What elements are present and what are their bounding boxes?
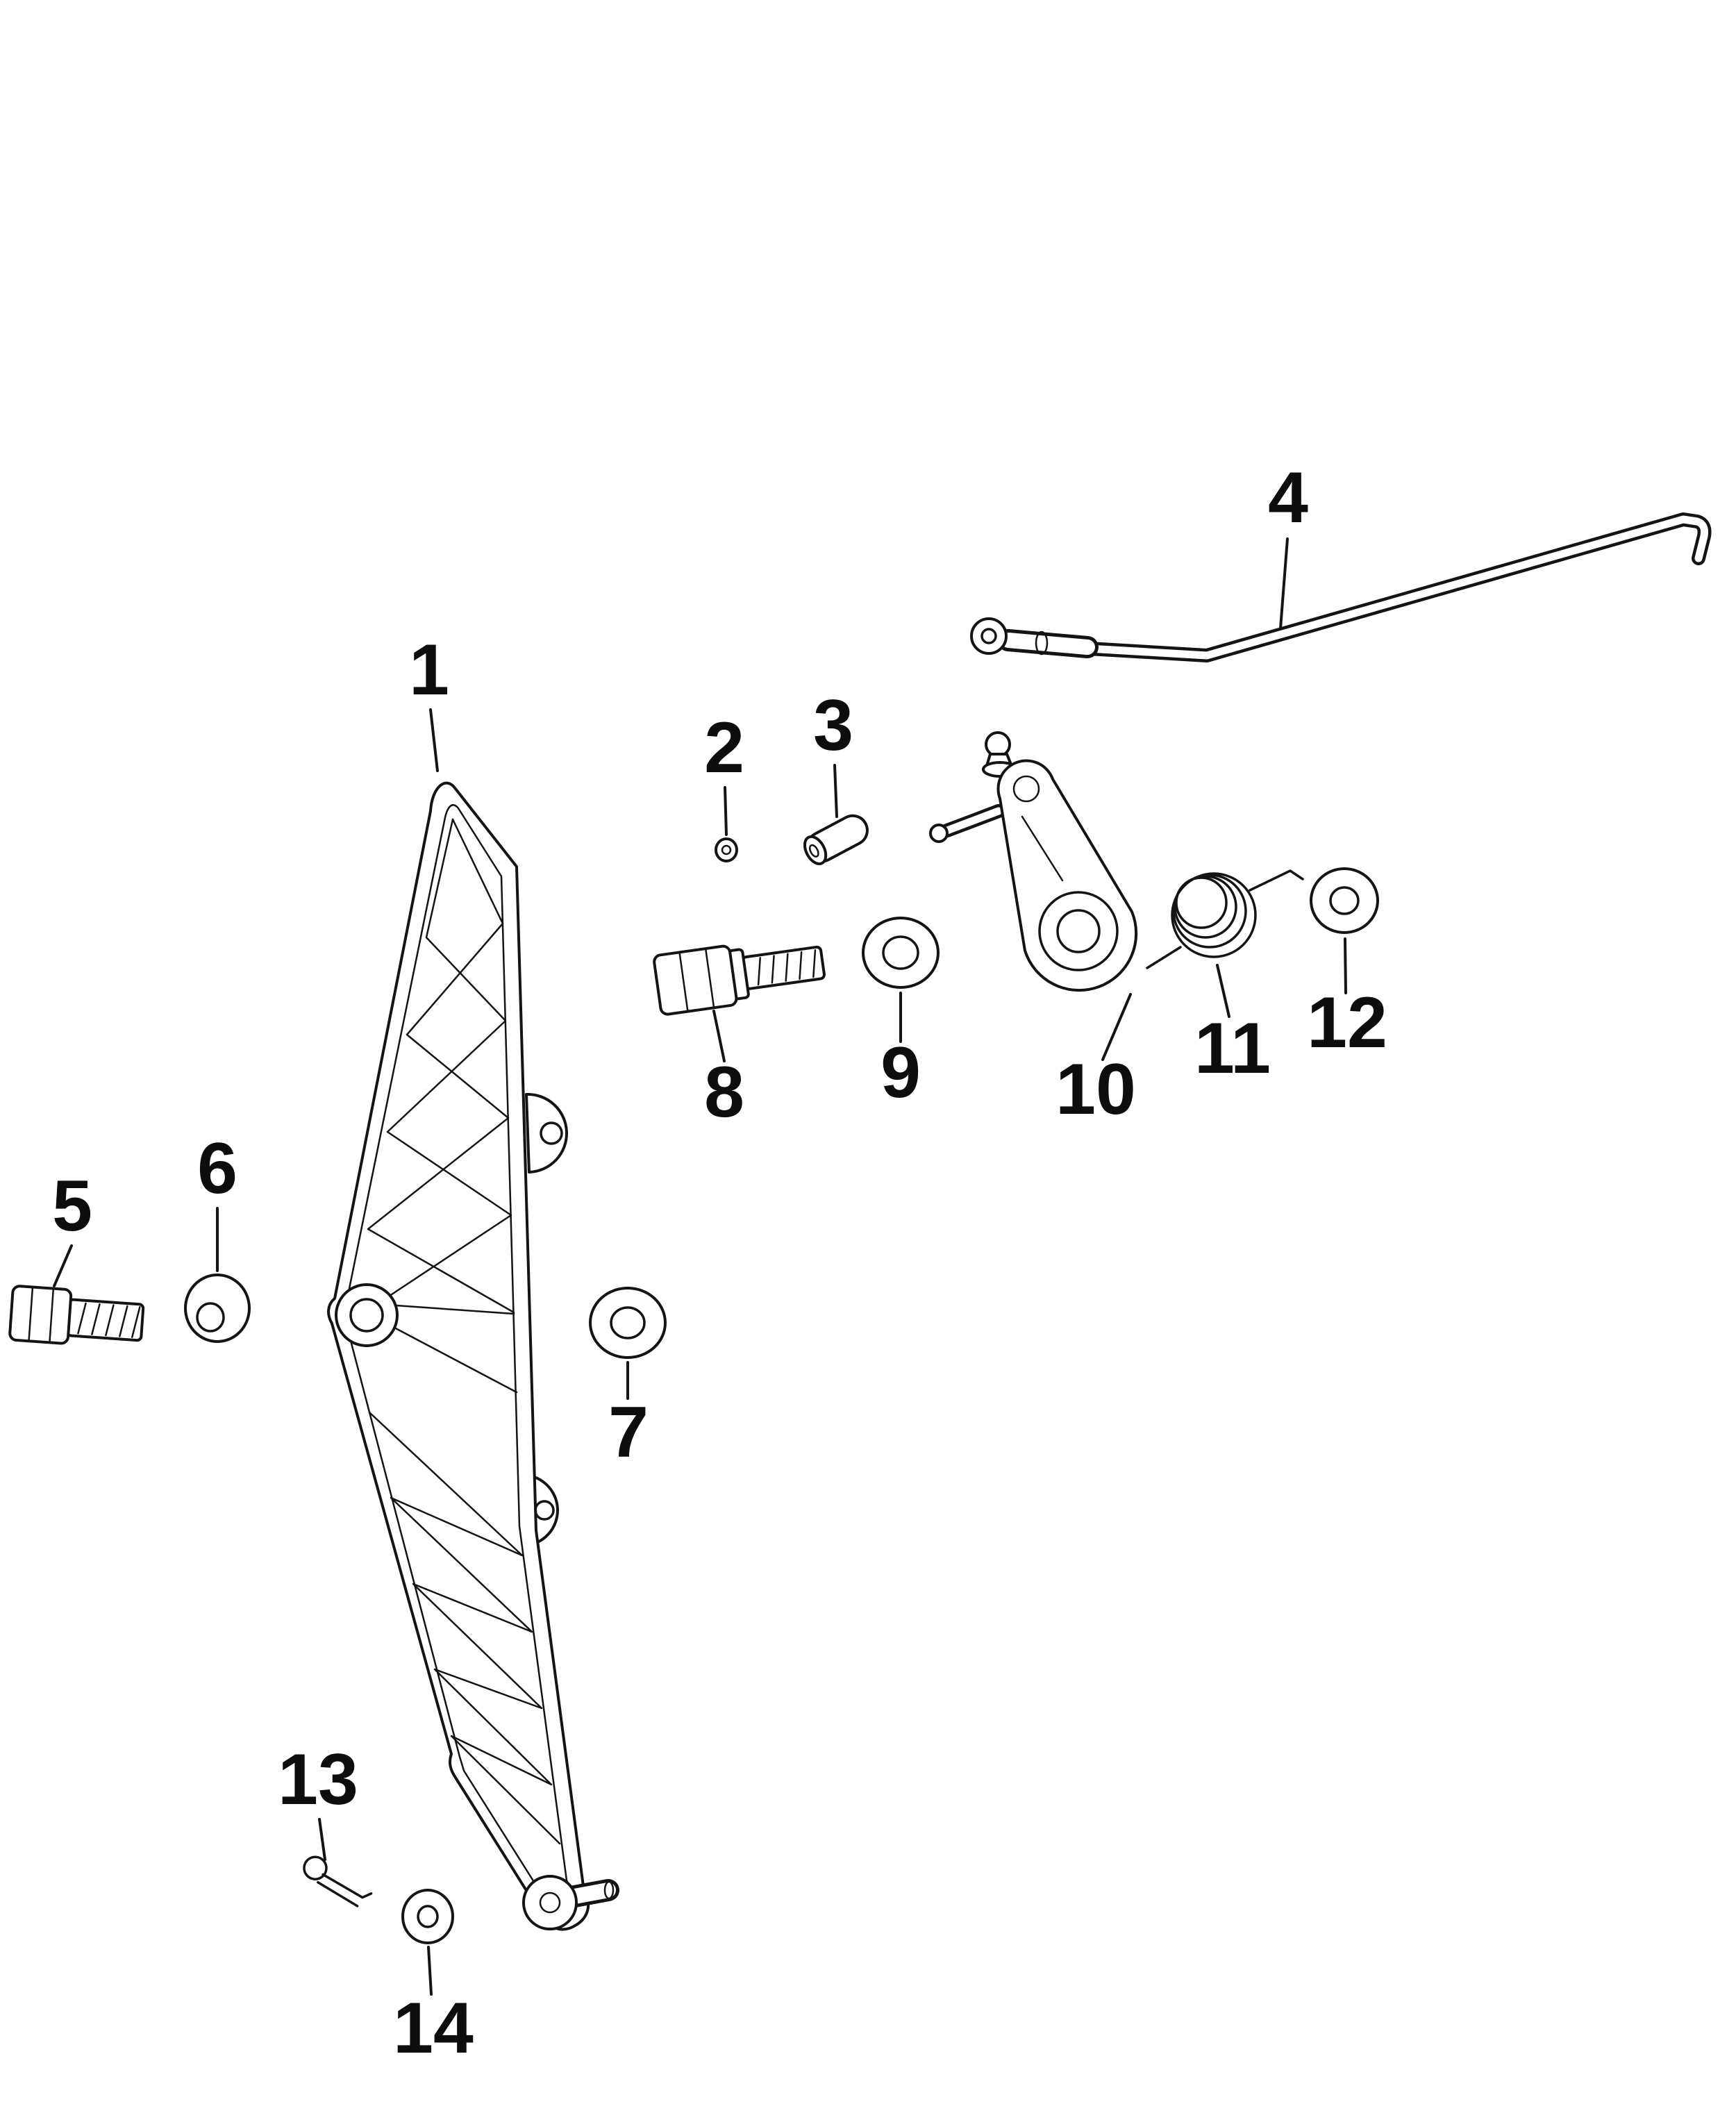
bracket-arm-pin-endcap — [603, 1880, 615, 1900]
callout-12: 12 — [1307, 983, 1387, 1063]
bolt5-head-facets — [28, 1286, 55, 1344]
lever-boss-hole — [1056, 909, 1101, 953]
bolt5-threads — [77, 1302, 141, 1338]
lever-side-stud-ball — [929, 824, 949, 843]
bracket-arm-end-hub — [539, 1892, 561, 1914]
spring-leg-right — [1249, 869, 1304, 892]
part-14-washer — [401, 1889, 454, 1944]
link-rod-inner — [1085, 515, 1708, 660]
cotter-leg-a — [322, 1873, 373, 1899]
callout-5: 5 — [52, 1166, 92, 1246]
cotter-loop — [303, 1855, 328, 1880]
leader-line-5 — [53, 1244, 73, 1287]
lever-arm-detail — [1021, 815, 1064, 882]
bracket-arm-pin-inner — [563, 1882, 616, 1905]
bracket-ribs-upper-b — [374, 818, 512, 1307]
callout-14: 14 — [393, 1988, 474, 2069]
bolt5-head — [8, 1285, 73, 1345]
part-6-washer — [184, 1274, 251, 1343]
leader-line-13 — [318, 1818, 326, 1861]
lever-side-stud-inner — [943, 807, 1003, 835]
bracket-tab-upper — [525, 1092, 569, 1174]
callout-11: 11 — [1194, 1008, 1271, 1089]
bracket-boss-rib-a — [394, 1304, 515, 1315]
spring-leg-left — [1146, 946, 1182, 969]
leader-lines — [53, 537, 1347, 1996]
washer7-outer — [589, 1287, 667, 1359]
leader-line-2 — [724, 786, 728, 836]
callout-2: 2 — [704, 708, 744, 788]
leader-line-10 — [1101, 993, 1132, 1061]
spring-coil-3 — [1174, 875, 1237, 939]
link-rod-ball-socket — [970, 617, 1008, 655]
bracket-pivot-hole — [349, 1298, 384, 1333]
leader-line-4 — [1279, 537, 1289, 630]
part-4-link-rod — [970, 512, 1712, 662]
washer2-hole — [721, 844, 732, 855]
washer12-hole — [1329, 886, 1360, 915]
bolt8-head-facets — [678, 947, 715, 1012]
leader-line-12 — [1344, 937, 1347, 994]
washer14-hole — [417, 1905, 439, 1928]
part-5-bolt — [8, 1285, 145, 1345]
lever-boss-ring — [1038, 891, 1119, 971]
bracket-ribs-lower — [368, 1411, 561, 1845]
bracket-pivot-boss — [335, 1283, 399, 1347]
spring-coil-4 — [1175, 876, 1228, 929]
washer6-outer — [184, 1274, 251, 1343]
callouts: 1 2 3 4 5 6 7 8 9 10 11 12 13 14 — [52, 458, 1387, 2069]
part-13-cotter-pin — [303, 1855, 373, 1907]
part-9-washer — [862, 917, 940, 989]
link-rod-ball-socket-hole — [980, 628, 997, 644]
callout-3: 3 — [813, 685, 853, 766]
callout-4: 4 — [1268, 458, 1308, 538]
part-10-lever — [929, 731, 1138, 992]
washer12-outer — [1310, 867, 1379, 934]
washer14-outer — [401, 1889, 454, 1944]
spring-coil-1 — [1171, 872, 1257, 958]
washer7-hole — [610, 1306, 646, 1339]
lever-upper-hub — [1012, 775, 1040, 803]
callout-7: 7 — [608, 1392, 649, 1473]
leader-line-8 — [712, 1010, 726, 1062]
callout-9: 9 — [880, 1033, 921, 1113]
lever-arm-body — [996, 759, 1138, 992]
link-rod-collar — [1035, 631, 1049, 656]
cotter-leg-b — [317, 1880, 359, 1907]
part-3-bushing — [803, 814, 869, 865]
part-8-bolt — [653, 944, 826, 1016]
bolt8-shaft — [741, 945, 826, 990]
part-11-spring — [1146, 869, 1304, 969]
bracket-ribs-upper-a — [367, 818, 515, 1314]
callout-13: 13 — [278, 1739, 358, 1820]
bushing3-end — [803, 835, 828, 865]
callout-8: 8 — [704, 1052, 744, 1133]
callout-10: 10 — [1055, 1049, 1136, 1130]
bracket-arm-end-boss — [522, 1875, 578, 1930]
bolt8-threads — [757, 949, 817, 986]
bracket-boss-rib-b — [393, 1326, 518, 1394]
leader-line-1 — [429, 708, 439, 772]
part-2-small-washer — [715, 837, 738, 862]
callout-1: 1 — [409, 630, 449, 710]
washer6-hole — [196, 1302, 225, 1333]
leader-line-3 — [833, 764, 838, 818]
washer9-hole — [882, 935, 919, 970]
part-12-washer — [1310, 867, 1379, 934]
spring-coil-2 — [1172, 874, 1247, 949]
bracket-outer-outline — [327, 781, 590, 1931]
bolt8-head — [653, 944, 738, 1016]
bushing3-hole — [808, 844, 819, 858]
leader-line-11 — [1216, 964, 1230, 1018]
washer2-outer — [715, 837, 738, 862]
part-7-washer — [589, 1287, 667, 1359]
part-1-bracket — [327, 781, 619, 1931]
washer9-outer — [862, 917, 940, 989]
bracket-tab-upper-hole — [540, 1121, 563, 1145]
leader-line-14 — [427, 1946, 433, 1996]
lever-ball-stud — [985, 731, 1011, 758]
callout-6: 6 — [197, 1128, 237, 1209]
